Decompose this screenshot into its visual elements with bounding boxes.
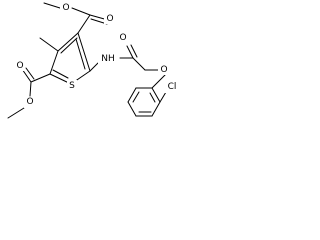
bond-carbonyl-o-double-left-a [21, 68, 32, 83]
bond-carbonyl-o-ether [71, 7, 91, 16]
bond-ar5-ar6 [151, 101, 161, 117]
atom-labels: O O O O S NH O O Cl [14, 2, 180, 108]
bond-c4-c3-double [60, 37, 78, 54]
bond-amide-o-double-a [126, 45, 134, 59]
atom-nh-amide: NH [101, 54, 115, 64]
bond-ar2-ar3-double [132, 91, 140, 103]
bond-o-aryl [151, 73, 167, 89]
atom-o-left-ether: O [26, 97, 33, 107]
atom-o-top-ether: O [62, 3, 69, 13]
bond-c5-nh [89, 62, 99, 72]
bond-c5-c4-double [75, 38, 86, 70]
bond-o-methyl-top [43, 2, 61, 9]
bond-c4-carbonyl [77, 14, 91, 34]
chlorophenyl-ring [127, 87, 167, 117]
bond-c3-c2 [49, 50, 59, 75]
bond-ar6-ar1 [151, 87, 161, 103]
bond-ar6-ar1-double [149, 92, 156, 103]
bond-c4-c3 [57, 32, 79, 52]
top-ester-group [43, 2, 109, 34]
atom-o-left-carbonyl: O [16, 61, 23, 71]
bond-amide-o-double-b [130, 44, 138, 58]
bond-carbonyl-o-double-left-b [25, 67, 35, 80]
molecule-structure: O O O O S NH O O Cl [7, 2, 180, 119]
atom-o-top-carbonyl: O [106, 14, 113, 24]
atom-cl: Cl [168, 82, 177, 92]
bond-ar6-cl [159, 91, 167, 103]
atom-o-aryl-ether: O [160, 65, 167, 75]
atom-o-amide: O [119, 33, 126, 43]
bond-carbonyl-o-ether-left [29, 81, 32, 97]
bond-c2-s-double [52, 69, 69, 79]
bond-carbonyl-ch2 [132, 57, 146, 71]
thiophene-ring [49, 32, 91, 85]
bond-ar2-ar3 [127, 87, 137, 103]
left-ester-group [7, 67, 51, 119]
bond-ar3-ar4 [127, 101, 137, 117]
amide-linker [89, 44, 167, 89]
bond-o-methyl-left [7, 107, 25, 119]
bond-c5-c4 [77, 32, 91, 72]
bond-c2-carbonyl [30, 73, 51, 83]
atom-s-ring: S [69, 81, 75, 91]
bond-c3-methyl [39, 37, 59, 52]
